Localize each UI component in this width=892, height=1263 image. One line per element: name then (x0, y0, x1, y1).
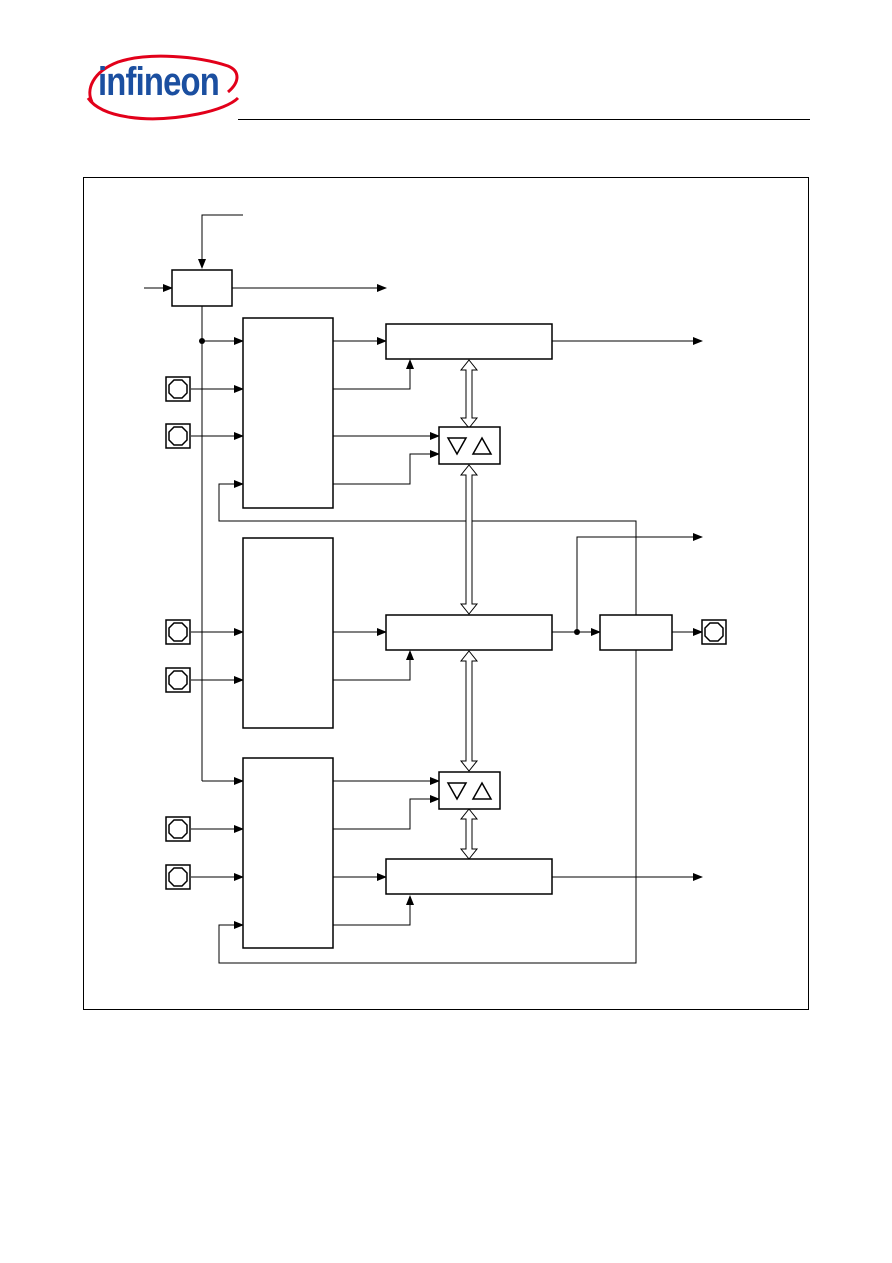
logic3-load-line (333, 895, 414, 926)
timer-register-1-block (385, 323, 553, 360)
feedback-loop-3-line (218, 651, 637, 964)
junction-dot (574, 629, 580, 635)
junction-dot (199, 338, 205, 344)
logic1-load-line (333, 359, 414, 390)
bus-arrow-reg1-updown1 (459, 359, 479, 429)
feedback-loop-1-line (218, 480, 637, 651)
clock-input-line (198, 214, 243, 269)
pin-icon (165, 864, 191, 890)
control-logic-1-block (242, 317, 334, 509)
header-rule (238, 119, 810, 120)
control-logic-3-block (242, 757, 334, 949)
up-down-3-block (438, 771, 501, 810)
pin-icon (165, 667, 191, 693)
pin-icon (165, 423, 191, 449)
figure-frame (83, 177, 809, 1010)
logic3-to-updown3b-line (333, 795, 440, 830)
pins (165, 376, 727, 890)
count-down-icon (446, 782, 468, 801)
reg2-branch-line (576, 533, 703, 632)
count-up-icon (471, 781, 493, 800)
logic1-to-updown1b-line (333, 450, 440, 485)
pin-icon (165, 376, 191, 402)
mux-top-block (171, 269, 233, 307)
count-down-icon (446, 437, 468, 456)
control-logic-2-block (242, 537, 334, 729)
pin-icon (165, 619, 191, 645)
timer-register-3-block (385, 858, 553, 895)
up-down-1-block (438, 426, 501, 465)
output-toggle-block (599, 614, 673, 651)
count-up-icon (471, 436, 493, 455)
infineon-logo: infineon (78, 52, 242, 124)
pin-out-icon (701, 619, 727, 645)
pin-icon (165, 816, 191, 842)
bus-arrow-reg2-updown3 (459, 650, 479, 772)
logo-wordmark: infineon (98, 60, 220, 104)
bus-arrow-updown1-reg2 (459, 464, 479, 615)
timer-register-2-block (385, 614, 553, 651)
bus-arrow-updown3-reg3 (459, 808, 479, 860)
logo-swoosh-icon (86, 54, 240, 121)
logic2-load-line (333, 650, 414, 681)
